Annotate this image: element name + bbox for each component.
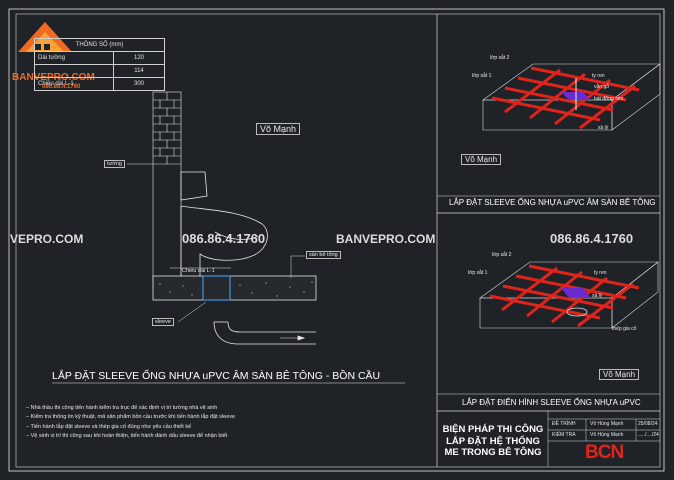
main-title: LẮP ĐẶT SLEEVE ỐNG NHỰA uPVC ÂM SÀN BÊ T…: [52, 370, 381, 382]
outer-frame: [8, 8, 665, 472]
param-label: Chiều dài L-1: [34, 77, 114, 91]
detail-bottom-rebar: [479, 261, 659, 329]
title-block-grid: [547, 411, 660, 467]
watermark-site-center: BANVEPRO.COM: [336, 232, 436, 246]
param-label: [34, 64, 114, 78]
tb-date: 25/08/24: [638, 421, 658, 427]
tb-role: ĐỀ TRÌNH: [552, 421, 576, 427]
drain-pipe: [213, 321, 316, 345]
toilet-outline: [180, 171, 268, 276]
main-tag: Võ Mạnh: [256, 123, 301, 135]
detail-bottom-label-thep: thép gia cố: [612, 326, 637, 332]
param-value: 300: [113, 77, 165, 91]
detail-bottom-label-lop1: lớp sắt 1: [468, 270, 488, 276]
watermark-phone-center: 086.86.4.1760: [182, 231, 266, 246]
tb-name: Võ Hùng Mạnh: [590, 421, 624, 427]
inner-frame: [15, 13, 661, 468]
company-logo: BCN: [585, 442, 624, 463]
sleeve-section: [202, 275, 231, 301]
detail-bottom-label-xa: xà lý: [592, 293, 603, 299]
detail-top-tag: Võ Mạnh: [461, 154, 502, 165]
param-label: Dài tường: [34, 51, 114, 65]
watermark-phone-right: 086.86.4.1760: [550, 231, 634, 246]
label-sleeve: sleeve: [152, 318, 174, 326]
detail-top-label-lop1: lớp sắt 1: [472, 73, 492, 79]
title-block-main: BIỆN PHÁP THI CÔNG LẮP ĐẶT HỆ THỐNG ME T…: [442, 424, 544, 458]
brick-wall: [152, 91, 182, 283]
detail-top-label-lop2: lớp sắt 2: [490, 55, 510, 61]
note-item: Kiểm tra thông tin kỹ thuật, mã sản phẩm…: [26, 413, 236, 422]
detail-top-label-ty: ty ren: [592, 73, 605, 79]
note-item: Tiến hành lắp đặt sleeve và thép gia cố …: [26, 423, 235, 432]
note-item: Nhà thầu thi công tiến hành kiểm tra trụ…: [26, 404, 235, 413]
label-slab: sàn bê tông: [306, 251, 341, 259]
param-value: 114: [113, 64, 165, 78]
detail-bottom-label-lop2: lớp sắt 2: [492, 252, 512, 258]
detail-bottom-tag: Võ Mạnh: [599, 369, 640, 380]
detail-top-label-bat: bát đỡng tiền: [594, 96, 624, 102]
notes-list: Nhà thầu thi công tiến hành kiểm tra trụ…: [26, 404, 236, 442]
tb-role: KIỂM TRA: [552, 432, 576, 438]
detail-top-label-xa: xà lý: [598, 125, 609, 131]
detail-top-rebar: [482, 63, 661, 131]
detail-top-label-vang: vằn gỗ: [594, 84, 610, 90]
detail-bottom-label-ty: ty ren: [594, 270, 607, 276]
concrete-slab: [152, 275, 317, 301]
tb-date: ...../..../24: [638, 432, 659, 438]
tb-name: Võ Hùng Mạnh: [590, 432, 624, 438]
detail-top-title: LẮP ĐẶT SLEEVE ỐNG NHỰA uPVC ÂM SÀN BÊ T…: [449, 198, 656, 207]
param-header: THÔNG SỐ (mm): [34, 38, 165, 52]
label-length: Chiều dài L-1: [182, 268, 215, 274]
param-value: 120: [113, 51, 165, 65]
note-item: Vệ sinh vị trí thi công sau khi hoàn thi…: [26, 432, 235, 441]
detail-bottom-title: LẮP ĐẶT ĐIỂN HÌNH SLEEVE ỐNG NHỰA uPVC: [462, 398, 641, 407]
label-wall: tường: [104, 160, 125, 168]
watermark-site-left: VEPRO.COM: [10, 232, 84, 246]
